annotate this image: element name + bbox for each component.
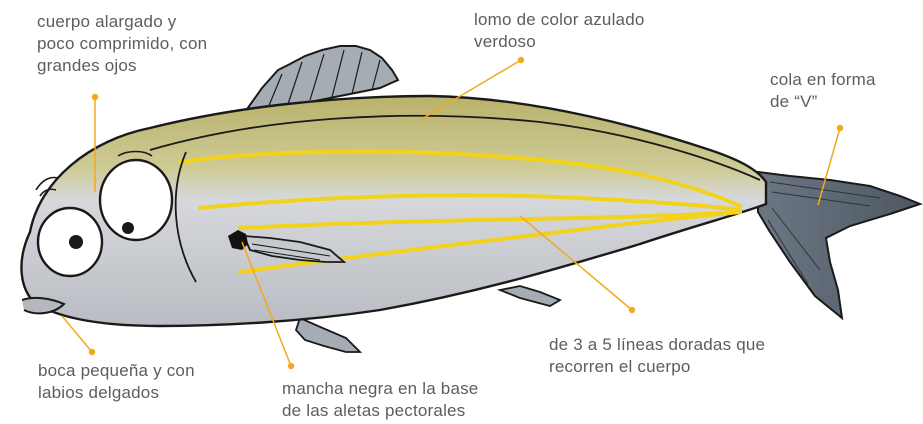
label-body: cuerpo alargado y poco comprimido, con g…: [37, 11, 207, 77]
callout-dot-mouth: [90, 350, 95, 355]
back-eye: [100, 160, 172, 240]
label-stripes-line1: de 3 a 5 líneas doradas que: [549, 334, 765, 356]
label-back-line1: lomo de color azulado: [474, 9, 645, 31]
label-spot-line2: de las aletas pectorales: [282, 400, 478, 422]
pelvic-fin: [296, 318, 360, 352]
callout-dot-stripes: [630, 308, 635, 313]
label-tail-line1: cola en forma: [770, 69, 876, 91]
label-stripes: de 3 a 5 líneas doradas que recorren el …: [549, 334, 765, 378]
label-stripes-line2: recorren el cuerpo: [549, 356, 765, 378]
label-mouth-line1: boca pequeña y con: [38, 360, 195, 382]
callout-dot-body: [93, 95, 98, 100]
label-body-line2: poco comprimido, con: [37, 33, 207, 55]
anal-fin: [500, 286, 560, 306]
label-back: lomo de color azulado verdoso: [474, 9, 645, 53]
label-tail: cola en forma de “V”: [770, 69, 876, 113]
callout-dot-spot: [289, 364, 294, 369]
label-body-line3: grandes ojos: [37, 55, 207, 77]
back-eye-pupil: [122, 222, 134, 234]
label-spot-line1: mancha negra en la base: [282, 378, 478, 400]
label-mouth-line2: labios delgados: [38, 382, 195, 404]
front-eye-pupil: [69, 235, 83, 249]
callout-dot-tail: [838, 126, 843, 131]
label-tail-line2: de “V”: [770, 91, 876, 113]
callout-dot-back: [519, 58, 524, 63]
label-spot: mancha negra en la base de las aletas pe…: [282, 378, 478, 422]
label-back-line2: verdoso: [474, 31, 645, 53]
label-body-line1: cuerpo alargado y: [37, 11, 207, 33]
label-mouth: boca pequeña y con labios delgados: [38, 360, 195, 404]
